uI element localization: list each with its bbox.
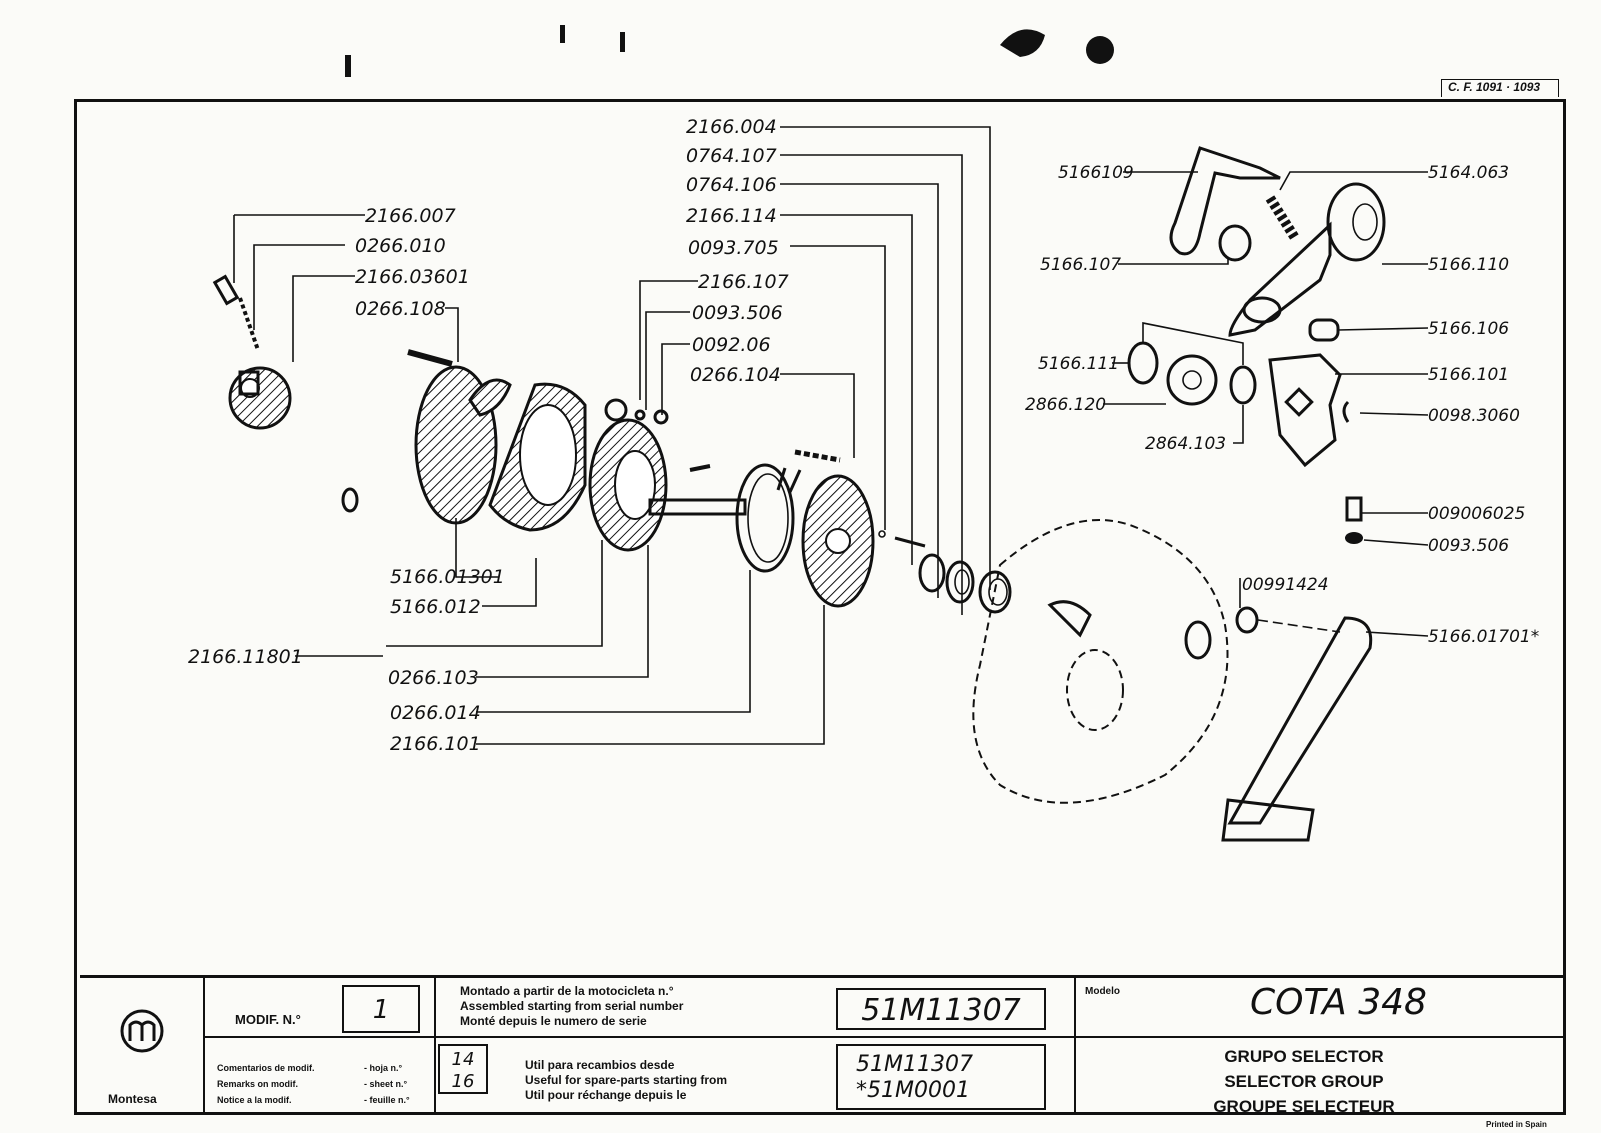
sheet-en: - sheet n.°: [364, 1079, 408, 1089]
spare-parts-text: Util para recambios desde Useful for spa…: [525, 1058, 727, 1103]
label-2166-004: 2166.004: [686, 116, 777, 138]
sheet-fr: - feuille n.°: [364, 1095, 410, 1105]
label-5166-01701: 5166.01701*: [1428, 627, 1539, 647]
assembled-es: Montado a partir de la motocicleta n.°: [460, 984, 674, 998]
sheet-total: 16: [451, 1071, 475, 1092]
part-labels: 2166.004 0764.107 0764.106 2166.114 0093…: [188, 116, 1539, 755]
label-0266-010: 0266.010: [355, 235, 446, 257]
label-5166-110: 5166.110: [1428, 255, 1509, 275]
assembled-text: Montado a partir de la motocicleta n.° A…: [460, 984, 683, 1029]
label-0092-06: 0092.06: [692, 334, 771, 356]
model-name: COTA 348: [1250, 982, 1427, 1023]
group-en: SELECTOR GROUP: [1224, 1072, 1384, 1091]
group-es: GRUPO SELECTOR: [1224, 1047, 1384, 1066]
comment-es: Comentarios de modif.: [217, 1063, 315, 1073]
spare-en: Useful for spare-parts starting from: [525, 1073, 728, 1087]
label-0266-103: 0266.103: [388, 667, 479, 689]
comment-fr: Notice a la modif.: [217, 1095, 292, 1105]
label-0266-014: 0266.014: [390, 702, 481, 724]
comment-en: Remarks on modif.: [217, 1079, 299, 1089]
label-00991424: 00991424: [1242, 575, 1329, 595]
label-0098-3060: 0098.3060: [1428, 406, 1520, 426]
label-2166-114: 2166.114: [686, 205, 777, 227]
logo-text: Montesa: [108, 1092, 157, 1106]
sheet-labels: - hoja n.° - sheet n.° - feuille n.°: [364, 1060, 410, 1108]
label-2166-11801: 2166.11801: [188, 646, 303, 668]
label-0093-506-b: 0093.506: [1428, 536, 1509, 556]
label-0764-106: 0764.106: [686, 174, 777, 196]
label-2866-120: 2866.120: [1025, 395, 1106, 415]
label-0764-107: 0764.107: [686, 145, 777, 167]
ratchet-lever-parts: [972, 146, 1386, 842]
label-2166-101: 2166.101: [390, 733, 481, 755]
label-2166-03601: 2166.03601: [355, 266, 470, 288]
label-009006025: 009006025: [1428, 504, 1525, 524]
label-5166-106: 5166.106: [1428, 319, 1509, 339]
spare-serial-1: 51M11307: [856, 1052, 973, 1077]
assembled-fr: Monté depuis le numero de serie: [460, 1014, 647, 1028]
group-fr: GROUPE SELECTEUR: [1213, 1097, 1395, 1116]
label-5166-111: 5166.111: [1038, 354, 1119, 374]
sheet-es: - hoja n.°: [364, 1063, 403, 1073]
sheet-number: 14 16: [438, 1044, 488, 1094]
label-5166109: 5166109: [1058, 163, 1134, 183]
montesa-logo: [110, 1003, 174, 1063]
spare-serial-2: *51M0001: [856, 1078, 970, 1103]
label-2166-007: 2166.007: [365, 205, 456, 227]
label-5166-101: 5166.101: [1428, 365, 1509, 385]
label-5166-012: 5166.012: [390, 596, 481, 618]
sheet-num: 14: [451, 1049, 475, 1070]
printed-note: Printed in Spain: [1486, 1120, 1547, 1129]
label-0266-108: 0266.108: [355, 298, 446, 320]
drawing-reference: C. F. 1091 · 1093: [1441, 79, 1559, 97]
label-5166-107: 5166.107: [1040, 255, 1121, 275]
label-0266-104: 0266.104: [690, 364, 781, 386]
selector-drum-parts: [212, 274, 1012, 614]
modelo-label: Modelo: [1085, 986, 1120, 997]
serial-number: 51M11307: [836, 988, 1046, 1030]
comment-labels: Comentarios de modif. Remarks on modif. …: [217, 1060, 315, 1108]
label-5166-01301: 5166.01301: [390, 566, 505, 588]
spare-fr: Util pour réchange depuis le: [525, 1088, 687, 1102]
label-2864-103: 2864.103: [1145, 434, 1226, 454]
label-0093-705: 0093.705: [688, 237, 779, 259]
modif-value: 1: [342, 985, 420, 1033]
label-5164-063: 5164.063: [1428, 163, 1509, 183]
spare-es: Util para recambios desde: [525, 1058, 675, 1072]
leader-lines: [233, 126, 1429, 745]
label-0093-506-a: 0093.506: [692, 302, 783, 324]
drawing-frame: [74, 99, 1566, 1115]
scan-marks: [345, 25, 1114, 77]
group-name: GRUPO SELECTOR SELECTOR GROUP GROUPE SEL…: [1174, 1044, 1434, 1119]
modif-label: MODIF. N.°: [235, 1012, 301, 1027]
title-block: Montesa MODIF. N.° 1 Montado a partir de…: [80, 975, 1563, 1116]
label-2166-107: 2166.107: [698, 271, 789, 293]
assembled-en: Assembled starting from serial number: [460, 999, 684, 1013]
spare-serials: 51M11307 *51M0001: [836, 1044, 1046, 1110]
